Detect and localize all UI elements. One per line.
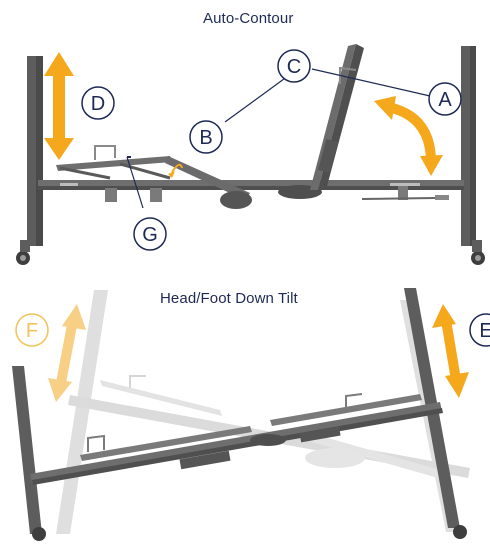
- label-b-text: B: [199, 127, 212, 149]
- foot-deck-section: [56, 156, 172, 171]
- thigh-deck-section: [165, 156, 250, 200]
- label-g-text: G: [142, 224, 158, 246]
- main-frame-rail: [38, 180, 464, 189]
- tilted-bed: [12, 288, 467, 541]
- head-foot-tilt-title: Head/Foot Down Tilt: [160, 290, 298, 307]
- label-a-text: A: [438, 89, 452, 111]
- label-e: E: [469, 313, 490, 347]
- height-adjust-arrow: [44, 52, 74, 160]
- label-d-text: D: [91, 93, 105, 115]
- leader-line-a: [311, 68, 431, 97]
- pivot-arrow: [171, 163, 183, 173]
- leader-line-g: [126, 156, 144, 209]
- label-b: B: [189, 120, 223, 154]
- tilt-arrow: [432, 304, 469, 398]
- tilt-actuator: [179, 450, 231, 470]
- label-f: F: [15, 313, 49, 347]
- head-tilt-arrow: [374, 96, 443, 176]
- label-a: A: [428, 82, 462, 116]
- label-e-text: E: [479, 320, 490, 342]
- label-d: D: [81, 86, 115, 120]
- label-g: G: [133, 217, 167, 251]
- label-c: C: [277, 49, 311, 83]
- auto-contour-title: Auto-Contour: [203, 10, 294, 27]
- label-c-text: C: [287, 56, 301, 78]
- head-actuator: [318, 138, 338, 174]
- tilt-foot-post: [12, 366, 42, 534]
- head-deck-section: [310, 44, 356, 190]
- label-f-text: F: [26, 320, 38, 342]
- faded-tilt-arrow: [48, 304, 86, 402]
- leader-line-b: [224, 75, 289, 123]
- auto-contour-bed: [16, 44, 485, 265]
